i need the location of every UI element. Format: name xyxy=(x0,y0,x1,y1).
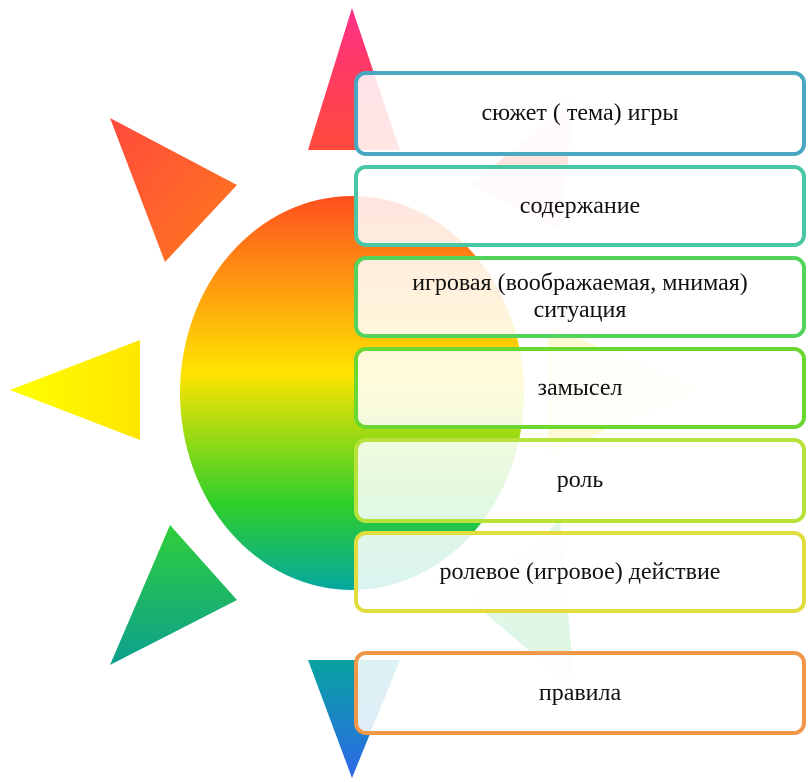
item-label: роль xyxy=(556,467,604,493)
item-box: содержание xyxy=(354,165,806,247)
item-box: сюжет ( тема) игры xyxy=(354,71,806,156)
item-box: роль xyxy=(354,438,806,523)
item-box: ролевое (игровое) действие xyxy=(354,531,806,613)
item-box: замысел xyxy=(354,347,806,429)
item-label: сюжет ( тема) игры xyxy=(481,100,679,126)
item-label: содержание xyxy=(519,192,641,219)
item-box: правила xyxy=(354,651,806,735)
item-box: игровая (воображаемая, мнимая) ситуация xyxy=(354,256,806,338)
item-label: замысел xyxy=(537,374,623,401)
item-label: игровая (воображаемая, мнимая) ситуация xyxy=(412,270,748,323)
sun-ray-bottom-left xyxy=(110,525,237,665)
sun-ray-top-left xyxy=(110,118,237,262)
item-label: правила xyxy=(538,679,622,706)
sun-ray-left xyxy=(10,340,140,440)
item-label: ролевое (игровое) действие xyxy=(439,558,721,585)
